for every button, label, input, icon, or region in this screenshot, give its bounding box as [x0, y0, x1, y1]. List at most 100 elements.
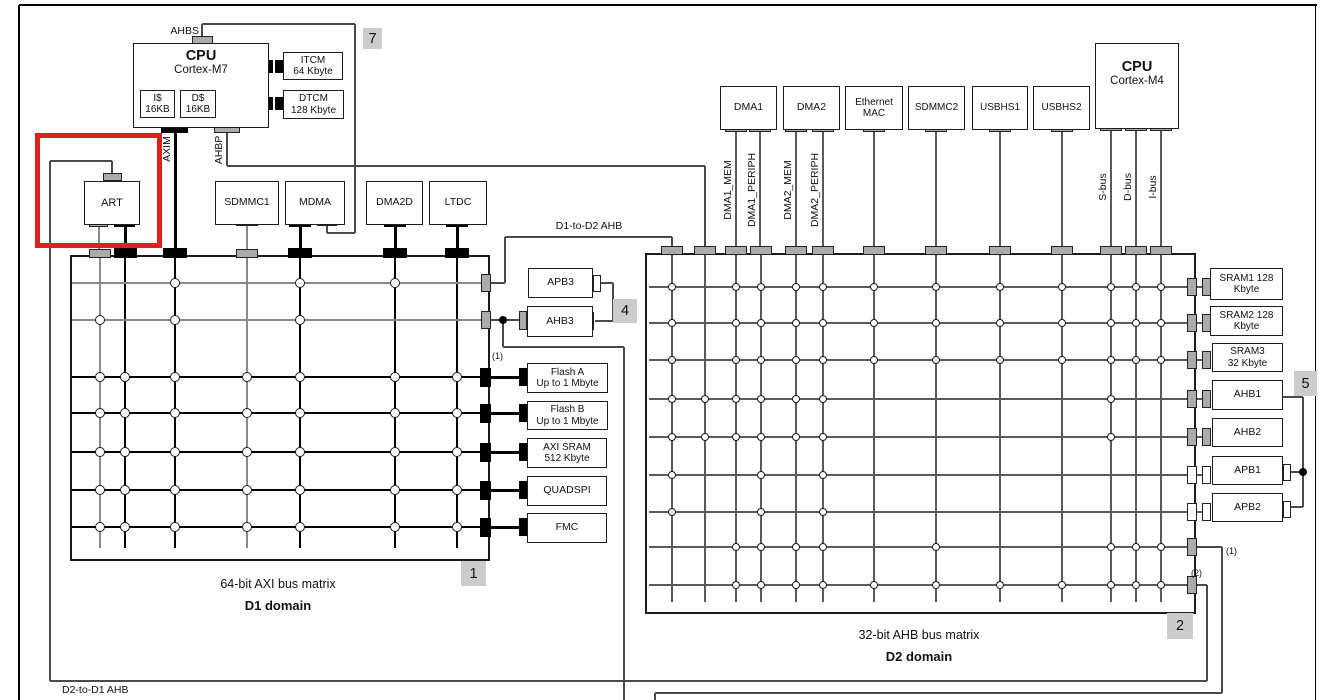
bus-port-gray	[1100, 246, 1122, 255]
bus-port-white	[1202, 503, 1211, 521]
d1-matrix-connection-dot	[120, 408, 130, 418]
bus-port-black	[275, 60, 285, 73]
block-label: SDMMC1	[224, 196, 270, 209]
wire	[600, 282, 613, 284]
d2-matrix-connection-dot	[931, 542, 941, 552]
wire	[502, 320, 504, 347]
d1-matrix-connection-dot	[242, 447, 252, 457]
d2-matrix-connection-dot	[1057, 355, 1067, 365]
block-label: MDMA	[298, 196, 332, 209]
label-dma2-mem: DMA2_MEM	[782, 160, 794, 220]
d2-matrix-connection-dot	[818, 355, 828, 365]
d2-matrix-connection-dot	[869, 580, 879, 590]
bus-port-black	[288, 248, 312, 258]
block-label: SRAM1 128	[1219, 272, 1274, 284]
bus-port-black	[163, 248, 187, 258]
d2-matrix-connection-dot	[995, 355, 1005, 365]
bus-port-gray	[1051, 246, 1073, 255]
d2-matrix-column	[671, 253, 673, 602]
bus-port-white	[1202, 466, 1211, 484]
d2-matrix-connection-dot	[667, 470, 677, 480]
d1-matrix-connection-dot	[170, 522, 180, 532]
d2-matrix-column	[1061, 253, 1063, 602]
wire	[1192, 359, 1203, 361]
block-i-cache: I$16KB	[140, 90, 175, 118]
d2-matrix-connection-dot	[1057, 282, 1067, 292]
d2-matrix-row	[649, 474, 1192, 476]
block-label: Flash B	[550, 404, 585, 416]
caption-d1-matrix: 64-bit AXI bus matrix	[220, 577, 336, 591]
block-label: APB1	[1234, 463, 1261, 476]
wire	[1291, 506, 1303, 508]
d2-matrix-connection-dot	[791, 318, 801, 328]
wire	[1192, 546, 1222, 548]
block-usbhs2: USBHS2	[1033, 86, 1090, 130]
d2-matrix-connection-dot	[667, 318, 677, 328]
d2-matrix-row	[649, 546, 1192, 548]
d1-matrix-row	[72, 488, 486, 492]
bus-port-white	[1283, 464, 1291, 481]
wire	[1290, 471, 1303, 473]
wire	[50, 160, 112, 162]
d2-matrix-connection-dot	[731, 580, 741, 590]
block-usbhs1: USBHS1	[972, 86, 1028, 130]
block-label: 32 Kbyte	[1227, 357, 1268, 369]
wire	[486, 488, 519, 492]
d2-matrix-connection-dot	[756, 470, 766, 480]
block-label: Cortex-M7	[174, 64, 228, 77]
badge-5: 5	[1294, 371, 1317, 396]
d1-matrix-connection-dot	[390, 522, 400, 532]
bus-port-gray	[1187, 538, 1197, 556]
wire	[1110, 129, 1112, 250]
d2-matrix-connection-dot	[1106, 355, 1116, 365]
wire	[354, 24, 356, 233]
d1-matrix-connection-dot	[120, 447, 130, 457]
block-label: SRAM2 128	[1219, 309, 1274, 321]
d1-matrix-row	[72, 411, 486, 415]
d1-matrix-connection-dot	[295, 485, 305, 495]
bus-port-black	[519, 481, 528, 499]
block-label: CPU	[185, 48, 217, 64]
wire	[227, 165, 705, 167]
label-ahbp: AHBP	[213, 135, 225, 165]
d1-matrix-connection-dot	[390, 278, 400, 288]
wire	[873, 130, 875, 250]
d2-matrix-connection-dot	[818, 282, 828, 292]
junction-dot	[499, 316, 507, 324]
d1-matrix-row	[72, 525, 486, 529]
footnote-2-d2: (2)	[1191, 568, 1202, 578]
d2-matrix-column	[873, 253, 875, 602]
d2-matrix-row	[649, 511, 1192, 513]
wire	[98, 227, 100, 253]
wire	[795, 130, 797, 250]
label-dma1-mem: DMA1_MEM	[722, 160, 734, 220]
d2-matrix-connection-dot	[818, 318, 828, 328]
d2-matrix-connection-dot	[700, 394, 710, 404]
bus-port-gray	[1187, 390, 1197, 408]
badge-7: 7	[363, 28, 382, 49]
d1-matrix-connection-dot	[242, 372, 252, 382]
wire	[822, 130, 824, 250]
bus-port-gray	[863, 246, 885, 255]
d2-matrix-connection-dot	[756, 507, 766, 517]
block-label: SRAM3	[1230, 346, 1265, 358]
d2-matrix-connection-dot	[1156, 282, 1166, 292]
d1-matrix-connection-dot	[95, 408, 105, 418]
wire	[226, 133, 228, 166]
block-label: SDMMC2	[914, 102, 959, 114]
d2-matrix-connection-dot	[667, 282, 677, 292]
caption-d2-matrix: 32-bit AHB bus matrix	[858, 628, 980, 642]
d1-matrix-row	[72, 450, 486, 454]
d2-matrix-connection-dot	[995, 318, 1005, 328]
d1-matrix-column	[123, 255, 127, 548]
block-d-cache: D$16KB	[180, 90, 216, 118]
bus-port-gray	[481, 311, 491, 329]
wire	[486, 375, 519, 379]
d2-matrix-column	[822, 253, 824, 602]
wire	[486, 282, 505, 284]
